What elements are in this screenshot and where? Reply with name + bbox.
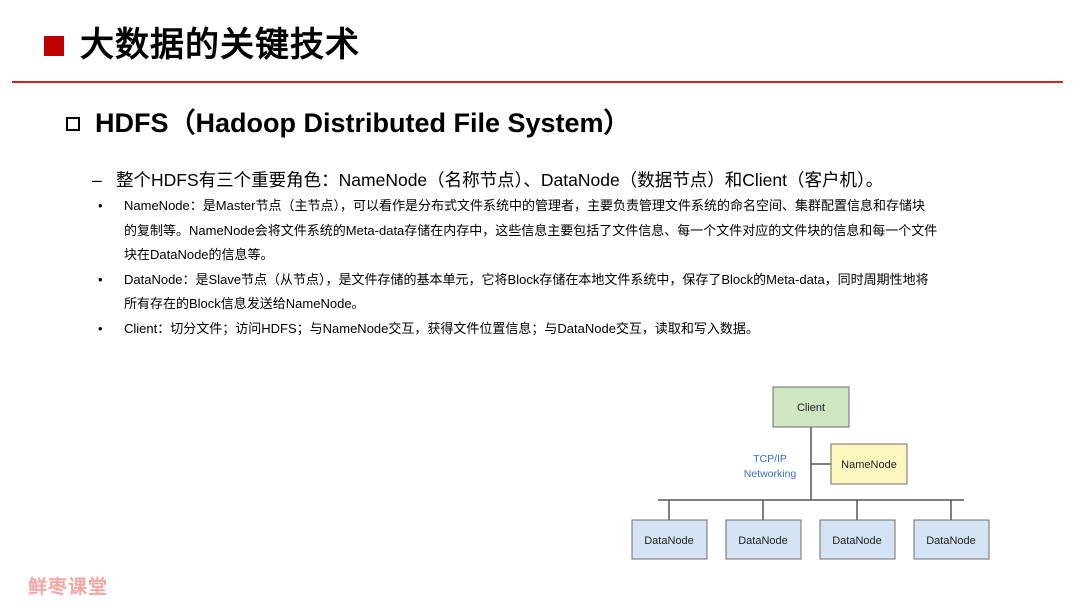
list-item-namenode: • NameNode：是Master节点（主节点），可以看作是分布式文件系统中的… bbox=[96, 194, 976, 268]
datanode-node-2 bbox=[725, 519, 802, 560]
namenode-label: NameNode bbox=[841, 459, 897, 471]
datanode-label-2: DataNode bbox=[738, 535, 788, 547]
datanode-node-3 bbox=[819, 519, 896, 560]
bullet-marker: • bbox=[98, 320, 103, 336]
list-item-line: 所有存在的Block信息发送给NameNode。 bbox=[124, 296, 365, 311]
network-label-line1: TCP/IP bbox=[753, 453, 787, 465]
datanode-node-1 bbox=[631, 519, 708, 560]
list-item-line: DataNode：是Slave节点（从节点），是文件存储的基本单元，它将Bloc… bbox=[124, 271, 929, 287]
list-item-line: NameNode：是Master节点（主节点），可以看作是分布式文件系统中的管理… bbox=[124, 198, 925, 213]
namenode-node bbox=[830, 443, 908, 485]
title-divider bbox=[12, 81, 1063, 83]
intro-line: –整个HDFS有三个重要角色：NameNode（名称节点）、DataNode（数… bbox=[92, 166, 883, 194]
datanode-label-1: DataNode bbox=[644, 535, 694, 547]
list-item-line: 块在DataNode的信息等。 bbox=[124, 247, 274, 262]
hdfs-architecture-diagram: Client TCP/IP Networking NameNode DataNo… bbox=[631, 386, 990, 560]
client-node bbox=[772, 386, 850, 428]
bullet-marker: • bbox=[98, 271, 103, 287]
datanode-label-4: DataNode bbox=[926, 535, 976, 547]
title-marker bbox=[44, 36, 64, 56]
slide-title: 大数据的关键技术 bbox=[80, 26, 360, 64]
datanode-node-4 bbox=[913, 519, 990, 560]
intro-marker: – bbox=[92, 170, 102, 190]
network-label-line2: Networking bbox=[744, 468, 797, 480]
section-bullet-box bbox=[66, 117, 80, 131]
list-item-datanode: • DataNode：是Slave节点（从节点），是文件存储的基本单元，它将Bl… bbox=[96, 268, 976, 317]
list-item-client: • Client：切分文件；访问HDFS；与NameNode交互，获得文件位置信… bbox=[96, 317, 976, 342]
list-item-line: 的复制等。NameNode会将文件系统的Meta-data存储在内存中，这些信息… bbox=[124, 222, 938, 238]
client-label: Client bbox=[797, 402, 825, 414]
bullet-marker: • bbox=[98, 198, 103, 213]
intro-text: 整个HDFS有三个重要角色：NameNode（名称节点）、DataNode（数据… bbox=[116, 170, 884, 190]
datanode-label-3: DataNode bbox=[832, 535, 882, 547]
section-heading: HDFS（Hadoop Distributed File System） bbox=[95, 108, 631, 138]
role-list: • NameNode：是Master节点（主节点），可以看作是分布式文件系统中的… bbox=[96, 194, 976, 341]
list-item-line: Client：切分文件；访问HDFS；与NameNode交互，获得文件位置信息；… bbox=[124, 320, 759, 336]
watermark-logo-text: 鲜枣课堂 bbox=[28, 577, 109, 598]
